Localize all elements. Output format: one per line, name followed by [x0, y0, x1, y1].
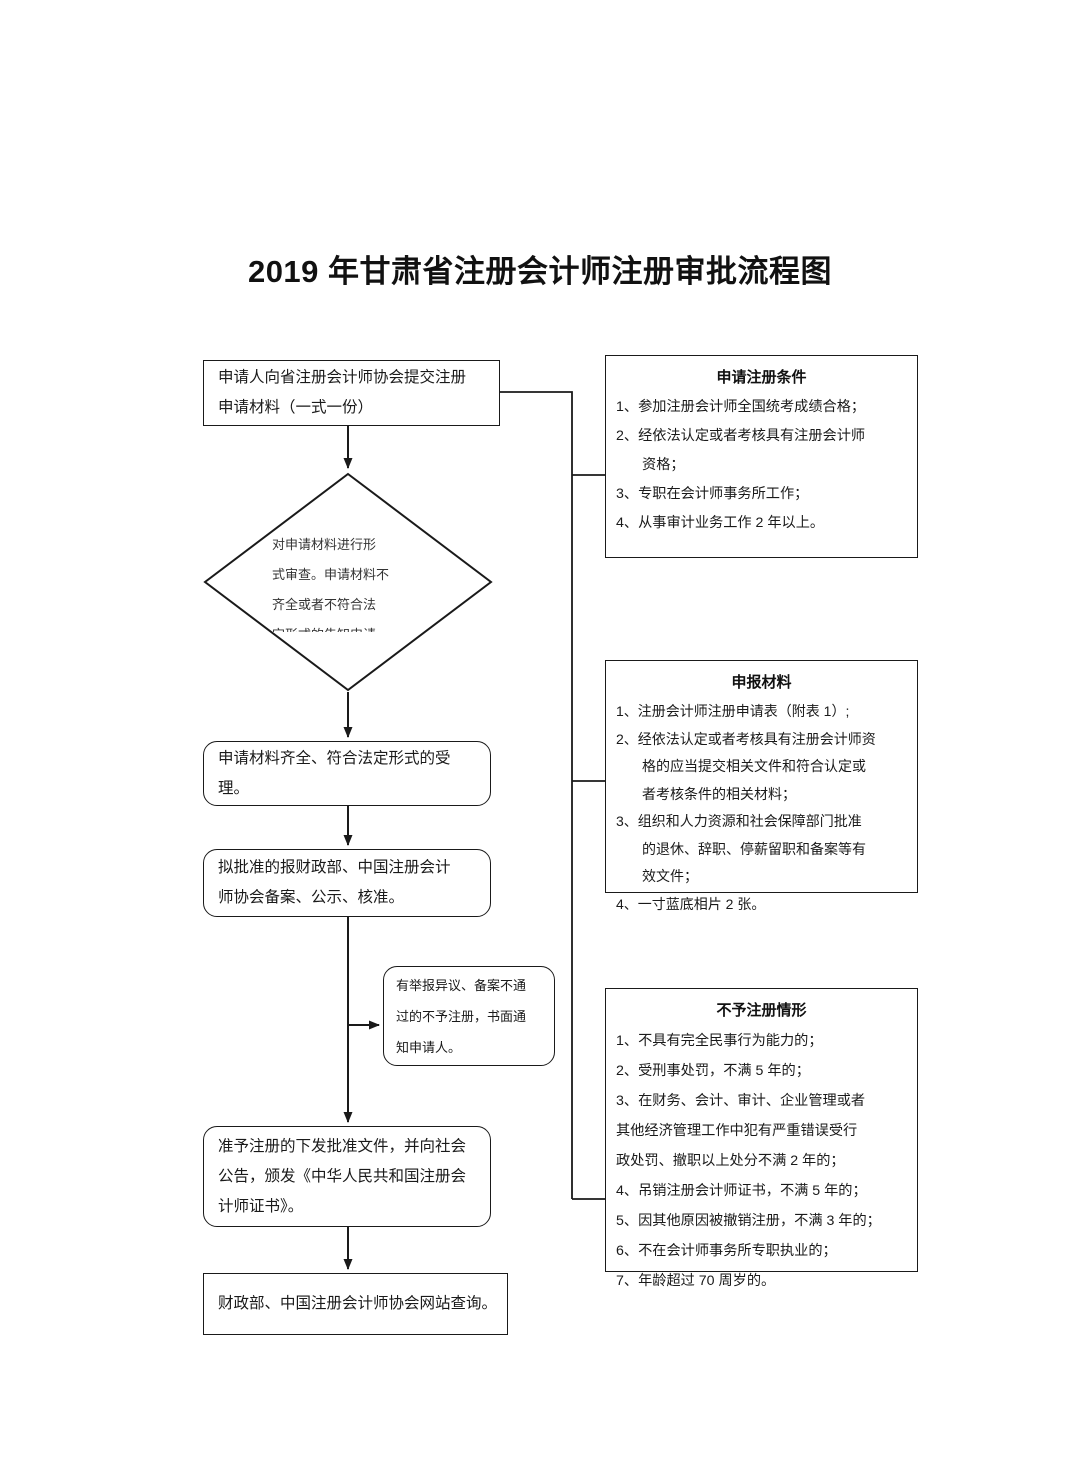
panel-line: 5、因其他原因被撤销注册，不满 3 年的； — [616, 1213, 881, 1229]
panel-line: 1、不具有完全民事行为能力的； — [616, 1033, 823, 1049]
panel-line: 资格； — [642, 457, 685, 473]
node-line: 定形式的告知申请 — [272, 627, 376, 632]
panel-required-materials: 申报材料 1、注册会计师注册申请表（附表 1）; 2、经依法认定或者考核具有注册… — [605, 660, 918, 912]
panel-line: 2、经依法认定或者考核具有注册会计师 — [616, 428, 866, 444]
node-line: 准予注册的下发批准文件，并向社会 — [218, 1137, 467, 1155]
decision-text: 对申请材料进行形 式审查。申请材料不 齐全或者不符合法 定形式的告知申请 — [272, 530, 424, 632]
panel-line: 3、在财务、会计、审计、企业管理或者 — [616, 1093, 866, 1109]
panel-registration-conditions: 申请注册条件 1、参加注册会计师全国统考成绩合格； 2、经依法认定或者考核具有注… — [605, 355, 918, 558]
panel-line: 1、注册会计师注册申请表（附表 1）; — [616, 703, 850, 719]
node-submit-application[interactable]: 申请人向省注册会计师协会提交注册 申请材料（一式一份） — [203, 360, 500, 426]
panel-line: 2、受刑事处罚，不满 5 年的； — [616, 1063, 810, 1079]
panel-line: 效文件； — [642, 868, 698, 884]
panel-line: 6、不在会计师事务所专职执业的； — [616, 1243, 837, 1259]
node-website-query[interactable]: 财政部、中国注册会计师协会网站查询。 — [203, 1273, 508, 1335]
connector-submit-to-spine — [500, 391, 573, 1199]
node-line: 理。 — [218, 779, 250, 797]
panel-title: 不予注册情形 — [716, 1002, 807, 1019]
panel-line: 3、组织和人力资源和社会保障部门批准 — [616, 813, 862, 829]
node-line: 拟批准的报财政部、中国注册会计 — [218, 859, 451, 876]
page-title: 2019 年甘肃省注册会计师注册审批流程图 — [247, 254, 833, 289]
panel-line: 4、吊销注册会计师证书，不满 5 年的； — [616, 1183, 867, 1199]
node-line: 有举报异议、备案不通 — [396, 977, 527, 993]
panel-line: 者考核条件的相关材料； — [642, 785, 796, 802]
node-accept-application[interactable]: 申请材料齐全、符合法定形式的受 理。 — [203, 741, 491, 806]
panel-line: 格的应当提交相关文件和符合认定或 — [642, 758, 866, 774]
panel-line: 1、参加注册会计师全国统考成绩合格； — [616, 399, 866, 415]
panel-line: 4、从事审计业务工作 2 年以上。 — [616, 515, 825, 531]
node-line: 过的不予注册，书面通 — [396, 1008, 527, 1024]
node-refusal-notice[interactable]: 有举报异议、备案不通 过的不予注册，书面通 知申请人。 — [383, 966, 555, 1066]
node-line: 财政部、中国注册会计师协会网站查询。 — [218, 1295, 498, 1312]
panel-refusal-circumstances: 不予注册情形 1、不具有完全民事行为能力的； 2、受刑事处罚，不满 5 年的； … — [605, 988, 918, 1289]
panel-line: 其他经济管理工作中犯有严重错误受行 — [616, 1123, 858, 1139]
node-line: 申请人向省注册会计师协会提交注册 — [218, 369, 467, 386]
panel-title: 申请注册条件 — [716, 369, 807, 386]
panel-line: 2、经依法认定或者考核具有注册会计师资 — [616, 730, 876, 747]
node-line: 式审查。申请材料不 — [272, 567, 390, 582]
node-formal-review-decision[interactable]: 对申请材料进行形 式审查。申请材料不 齐全或者不符合法 定形式的告知申请 — [203, 472, 493, 692]
node-line: 知申请人。 — [396, 1039, 462, 1055]
node-submit-for-record[interactable]: 拟批准的报财政部、中国注册会计 师协会备案、公示、核准。 — [203, 849, 491, 917]
panel-line: 政处罚、撤职以上处分不满 2 年的； — [616, 1153, 845, 1169]
node-line: 齐全或者不符合法 — [272, 597, 377, 612]
panel-line: 3、专职在会计师事务所工作； — [616, 486, 809, 502]
diamond-shape — [203, 472, 493, 692]
panel-line: 7、年龄超过 70 周岁的。 — [616, 1273, 776, 1289]
panel-line: 4、一寸蓝底相片 2 张。 — [616, 895, 766, 912]
node-line: 对申请材料进行形 — [272, 537, 377, 552]
node-line: 计师证书》。 — [218, 1197, 304, 1215]
node-line: 申请材料（一式一份） — [218, 399, 374, 416]
panel-line: 的退休、辞职、停薪留职和备案等有 — [642, 840, 866, 857]
node-line: 申请材料齐全、符合法定形式的受 — [218, 749, 451, 767]
node-grant-registration[interactable]: 准予注册的下发批准文件，并向社会 公告，颁发《中华人民共和国注册会 计师证书》。 — [203, 1126, 491, 1227]
panel-title: 申报材料 — [731, 674, 792, 691]
node-line: 公告，颁发《中华人民共和国注册会 — [218, 1167, 467, 1185]
node-line: 师协会备案、公示、核准。 — [218, 889, 405, 906]
